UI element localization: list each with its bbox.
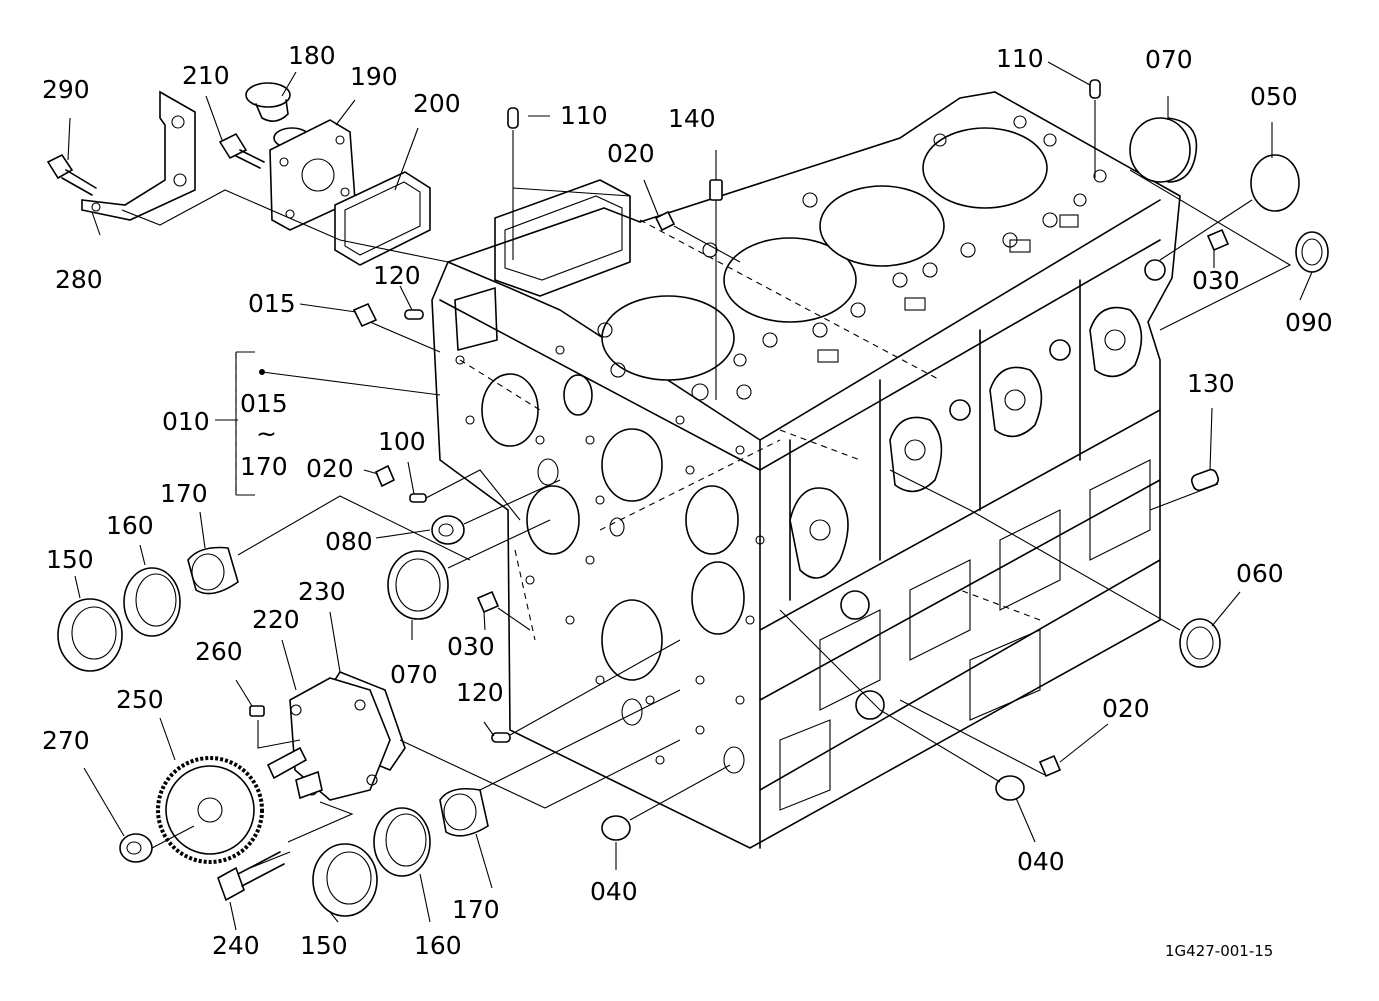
label-140: 140 (668, 104, 716, 133)
nut-270 (119, 833, 153, 863)
label-170-range-end: 170 (240, 452, 288, 481)
bolt-290 (46, 153, 97, 196)
key-260 (249, 705, 265, 717)
label-110-left: 110 (560, 101, 608, 130)
label-090: 090 (1285, 308, 1333, 337)
label-160-upper: 160 (106, 511, 154, 540)
label-250: 250 (116, 685, 164, 714)
label-070-right: 070 (1145, 45, 1193, 74)
plug-020-top (654, 210, 676, 232)
label-060: 060 (1236, 559, 1284, 588)
bolt-240 (217, 851, 285, 902)
label-015-top: 015 (248, 289, 296, 318)
cap-070-right (1129, 117, 1198, 183)
label-260: 260 (195, 637, 243, 666)
label-040-left: 040 (590, 877, 638, 906)
plug-030-left (476, 590, 500, 614)
label-230: 230 (298, 577, 346, 606)
label-160-lower: 160 (414, 931, 462, 960)
pin-120-bottom (491, 732, 511, 743)
label-240: 240 (212, 931, 260, 960)
label-200: 200 (413, 89, 461, 118)
part-labels: 290 210 180 190 200 280 110 140 020 110 … (42, 41, 1333, 960)
plug-040-right (995, 775, 1025, 801)
cylinder-block (431, 91, 1181, 849)
label-180: 180 (288, 41, 336, 70)
bushing-080 (431, 515, 465, 545)
label-range-tilde: ~ (256, 419, 277, 448)
side-bosses (779, 259, 1166, 811)
deck-holes (597, 115, 1107, 401)
pin-140 (709, 179, 723, 201)
gear-250 (156, 756, 264, 864)
range-bracket (235, 351, 246, 496)
label-030-right: 030 (1192, 266, 1240, 295)
bearing-150-upper (57, 598, 123, 672)
label-190: 190 (350, 62, 398, 91)
leader-lines (67, 61, 1313, 931)
label-220: 220 (252, 605, 300, 634)
label-210: 210 (182, 61, 230, 90)
plug-020-left (374, 464, 396, 488)
bracket-280 (81, 90, 196, 221)
label-015-range-start: 015 (240, 389, 288, 418)
pin-110-left (507, 107, 519, 129)
gasket-200 (334, 171, 431, 266)
drawing-code: 1G427-001-15 (1165, 942, 1273, 960)
front-face (454, 179, 765, 774)
label-110-right: 110 (996, 44, 1044, 73)
bushing-170-upper (187, 546, 239, 595)
label-100: 100 (378, 427, 426, 456)
bearing-160-upper (123, 567, 181, 637)
plug-030-right (1206, 228, 1230, 252)
pin-110-right (1089, 79, 1101, 99)
bearing-160-lower (373, 807, 431, 877)
label-030-left: 030 (447, 632, 495, 661)
seal-060 (1179, 618, 1221, 668)
cap-070-left (387, 550, 449, 620)
label-010: 010 (162, 407, 210, 436)
label-070-left: 070 (390, 660, 438, 689)
pin-120-top (404, 309, 424, 320)
bushing-170-lower (439, 787, 489, 837)
label-130: 130 (1187, 369, 1235, 398)
label-020-left: 020 (306, 454, 354, 483)
bearing-150-lower (312, 843, 378, 917)
label-020-top: 020 (607, 139, 655, 168)
disc-050 (1250, 154, 1300, 212)
plug-015 (352, 302, 378, 328)
label-280: 280 (55, 265, 103, 294)
label-120-bottom: 120 (456, 678, 504, 707)
label-020-bottom: 020 (1102, 694, 1150, 723)
dowel-130 (1190, 468, 1220, 492)
plug-020-bottom (1038, 754, 1062, 778)
label-290: 290 (42, 75, 90, 104)
bolt-210 (218, 132, 265, 169)
label-050: 050 (1250, 82, 1298, 111)
label-150-upper: 150 (46, 545, 94, 574)
plug-040-left (601, 815, 631, 841)
label-150-lower: 150 (300, 931, 348, 960)
pump-220 (266, 677, 391, 801)
label-120-top: 120 (373, 261, 421, 290)
label-080: 080 (325, 527, 373, 556)
label-170-upper: 170 (160, 479, 208, 508)
label-170-lower: 170 (452, 895, 500, 924)
label-040-right: 040 (1017, 847, 1065, 876)
label-270: 270 (42, 726, 90, 755)
pin-100 (409, 493, 427, 503)
seal-090 (1295, 231, 1329, 273)
